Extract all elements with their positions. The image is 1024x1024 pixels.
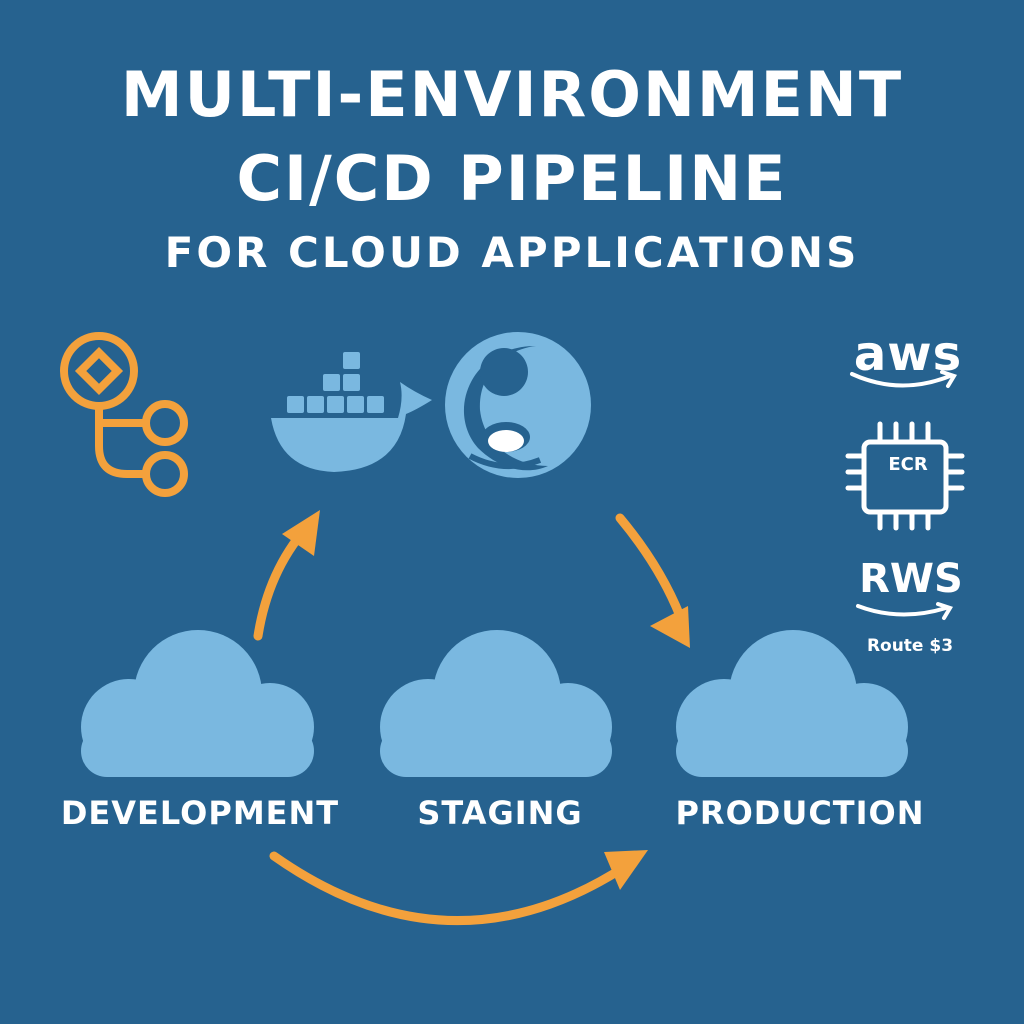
aws-smile-icon	[850, 370, 957, 388]
environment-label-staging: STAGING	[417, 794, 583, 832]
aws-logo-text: aws	[853, 326, 963, 382]
rws-smile-icon	[856, 602, 953, 620]
environment-label-production: PRODUCTION	[675, 794, 925, 832]
arrow-build-to-prod	[615, 513, 685, 621]
registry-circle-icon	[445, 332, 591, 478]
subtitle: FOR CLOUD APPLICATIONS	[164, 228, 860, 277]
environment-label-development: DEVELOPMENT	[60, 794, 340, 832]
arrowhead-right	[604, 850, 648, 890]
arrow-dev-to-prod	[269, 851, 631, 926]
title-line-2: CI/CD PIPELINE	[236, 142, 788, 215]
chip-icon	[845, 421, 965, 531]
title-line-1: MULTI-ENVIRONMENT	[120, 58, 904, 131]
cloud-icon-development	[81, 630, 314, 777]
arrowhead-up	[282, 510, 320, 556]
rws-logo-text: RWS	[859, 556, 963, 602]
arrowhead-down	[650, 606, 690, 648]
git-branch-icon	[60, 332, 188, 497]
cloud-icon-staging	[380, 630, 612, 777]
docker-whale-icon	[271, 352, 432, 472]
arrowheads	[282, 510, 690, 890]
route-label: Route $3	[866, 636, 954, 656]
cloud-icon-production	[676, 630, 908, 777]
ecr-chip-label: ECR	[888, 454, 928, 475]
